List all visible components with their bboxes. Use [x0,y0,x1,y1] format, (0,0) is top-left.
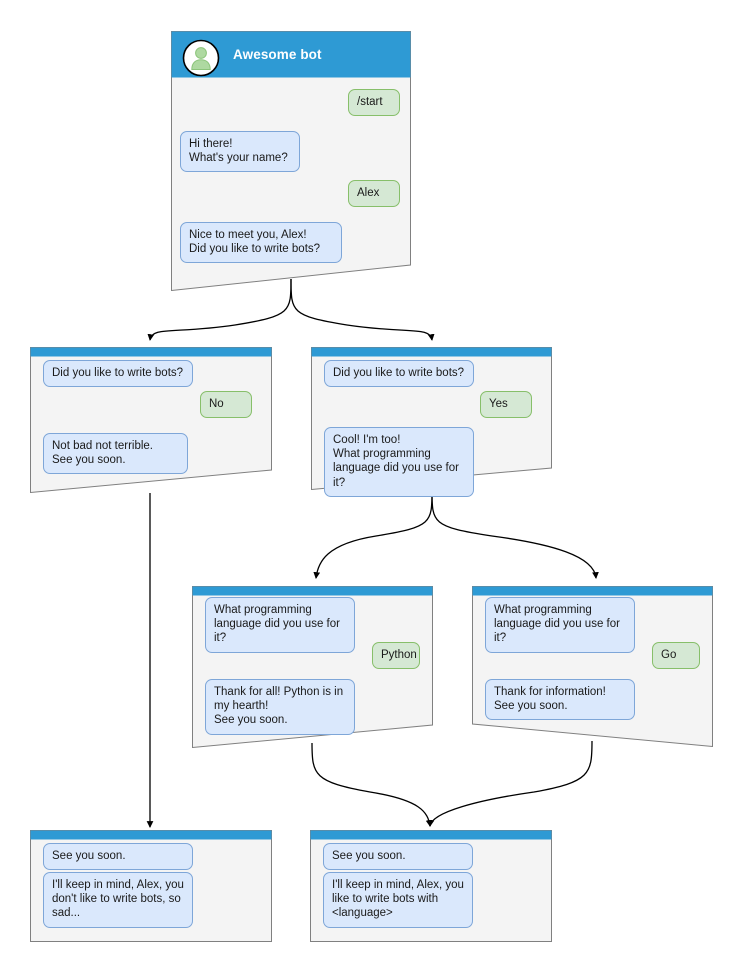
edge-yes-to-go [431,489,599,579]
edge-python-to-end-happy [311,742,433,827]
node-root-title: Awesome bot [233,47,322,62]
message-bubble: Thank for all! Python is in my hearth! S… [205,679,355,735]
message-bubble: Python [372,642,420,670]
edge-go-to-end-happy [427,740,593,827]
message-bubble: Yes [480,391,532,419]
node-go-branch[interactable]: What programming language did you use fo… [472,586,713,747]
message-bubble: What programming language did you use fo… [205,597,355,653]
node-end-happy[interactable]: See you soon. I'll keep in mind, Alex, y… [310,830,552,942]
message-bubble: Go [652,642,700,670]
edge-yes-to-python [313,489,433,579]
message-bubble: See you soon. [43,843,193,871]
person-avatar-icon [182,39,220,77]
node-no-branch[interactable]: Did you like to write bots? No Not bad n… [30,347,272,493]
node-end-sad[interactable]: See you soon. I'll keep in mind, Alex, y… [30,830,272,942]
message-bubble: Not bad not terrible. See you soon. [43,433,188,475]
message-bubble: No [200,391,252,419]
message-bubble: Alex [348,180,400,208]
message-bubble: What programming language did you use fo… [485,597,635,653]
message-bubble: Thank for information! See you soon. [485,679,635,721]
node-python-branch[interactable]: What programming language did you use fo… [192,586,433,748]
node-root[interactable]: Awesome bot /start Hi there! What's your… [171,31,411,291]
message-bubble: See you soon. [323,843,473,871]
message-bubble: Did you like to write bots? [43,360,193,388]
message-bubble: Nice to meet you, Alex! Did you like to … [180,222,342,264]
message-bubble: /start [348,89,400,117]
message-bubble: I'll keep in mind, Alex, you like to wri… [323,872,473,928]
message-bubble: Did you like to write bots? [324,360,474,388]
message-bubble: I'll keep in mind, Alex, you don't like … [43,872,193,928]
message-bubble: Cool! I'm too! What programming language… [324,427,474,497]
node-yes-branch[interactable]: Did you like to write bots? Yes Cool! I'… [311,347,552,497]
message-bubble: Hi there! What's your name? [180,131,300,173]
